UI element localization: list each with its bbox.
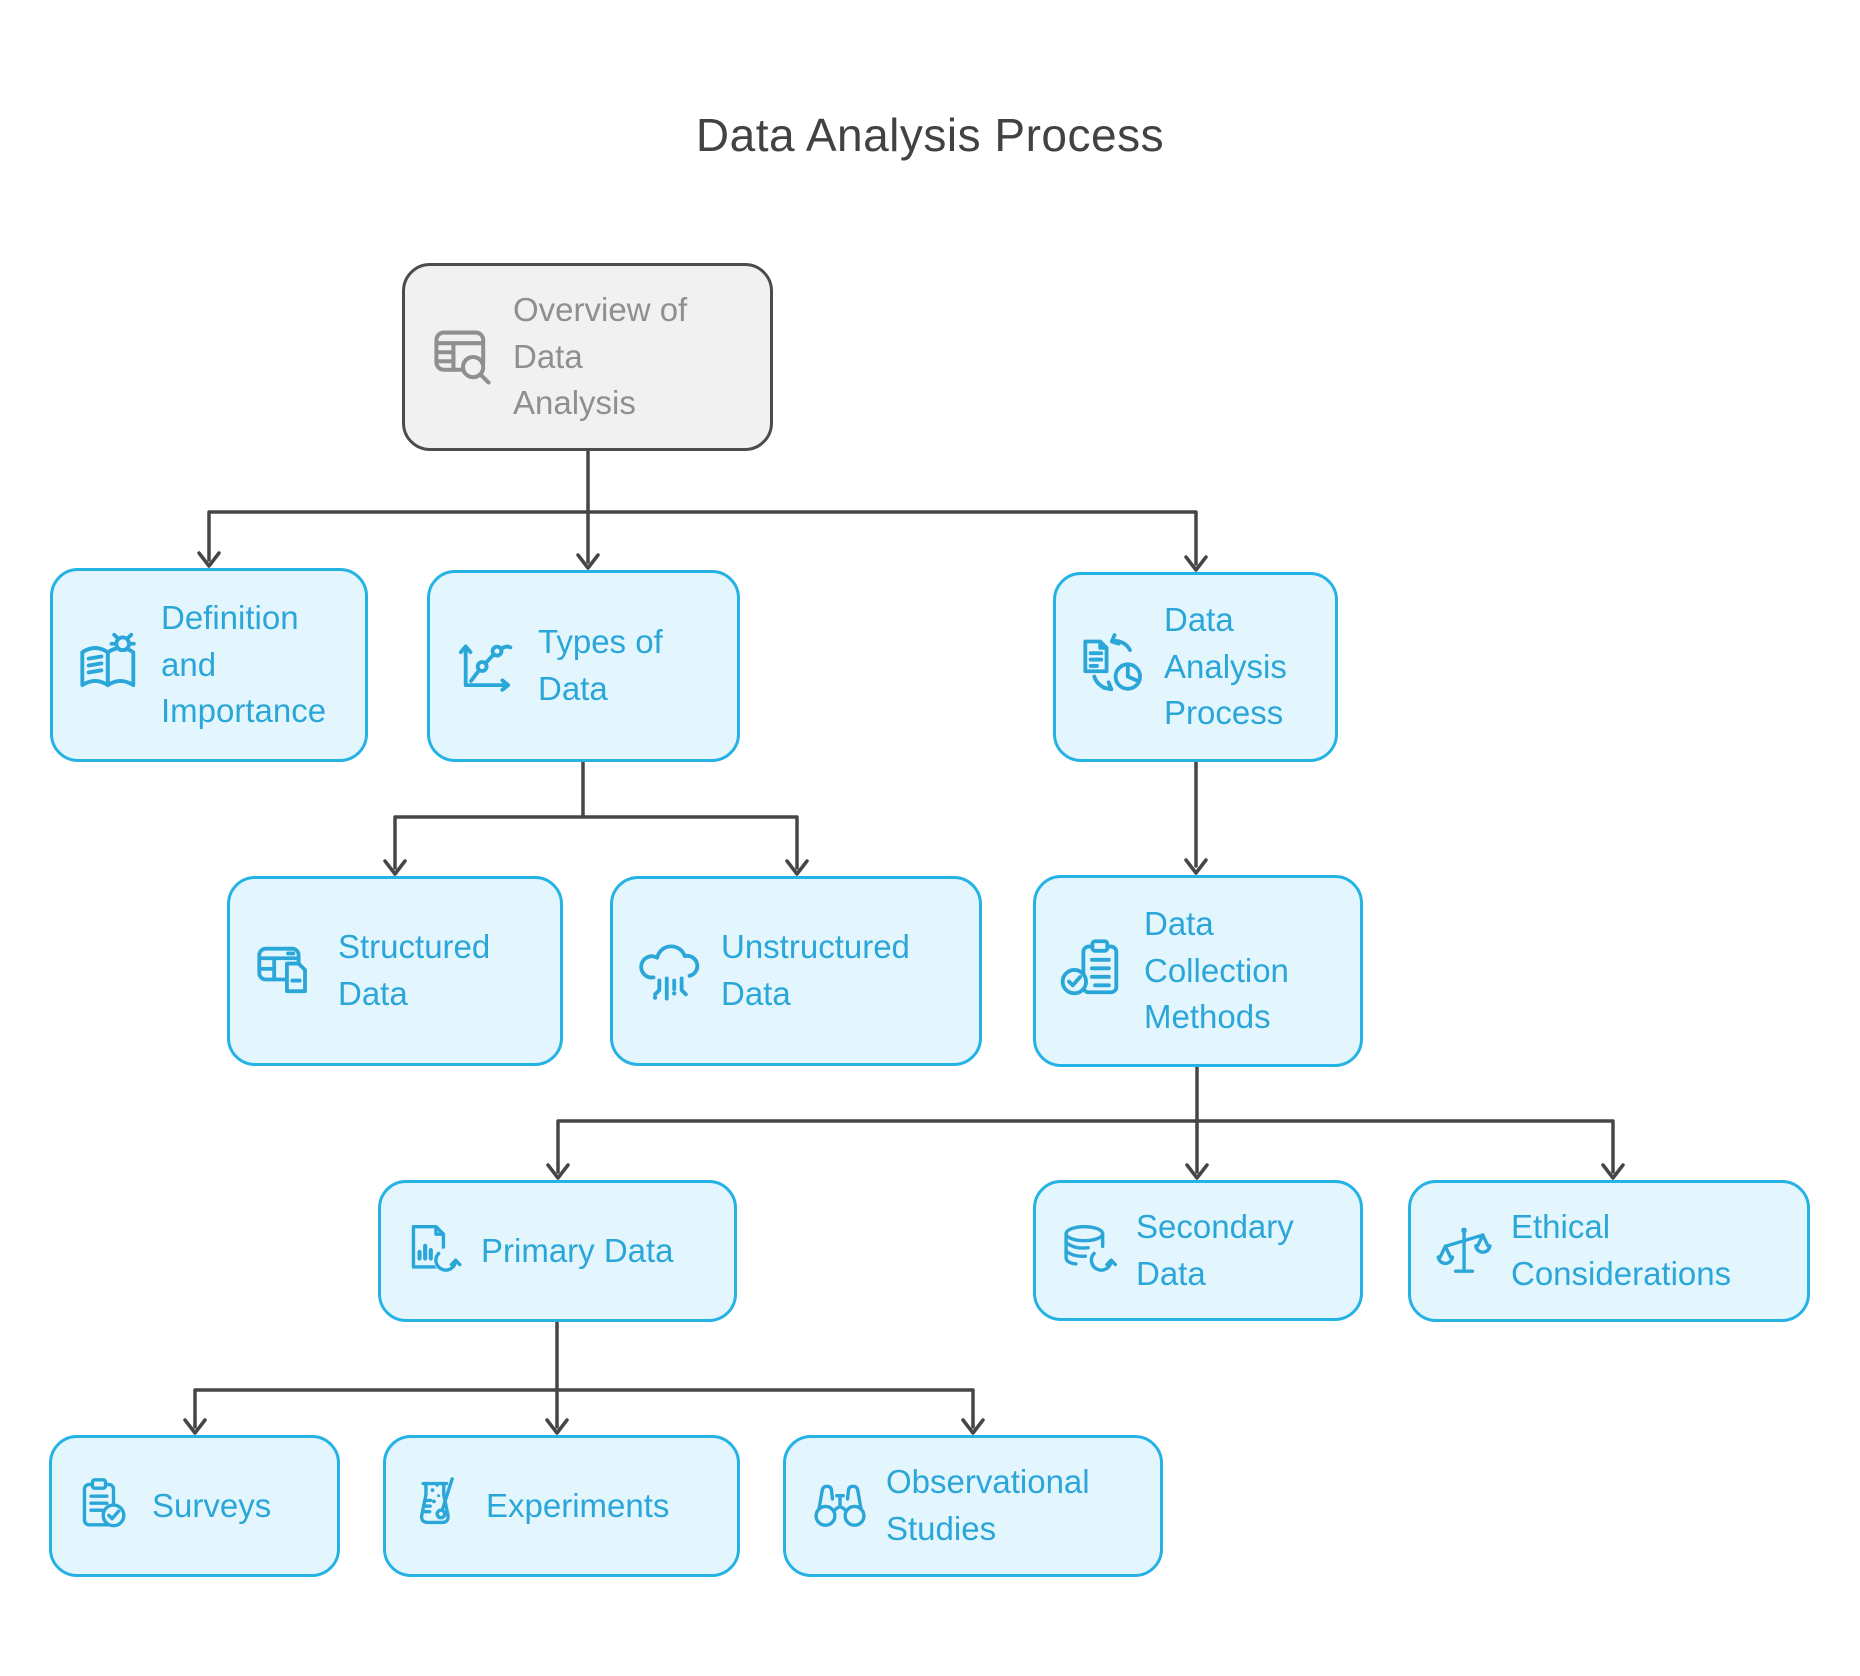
cloud-data-icon: [637, 937, 705, 1005]
node-label: Observational Studies: [886, 1463, 1090, 1547]
edge-primary-children: [193, 1320, 975, 1429]
clipboard-check-icon: [76, 1476, 136, 1536]
arrowhead: [1184, 858, 1208, 875]
node-label: Types of Data: [538, 623, 663, 707]
node-collection: Data Collection Methods: [1033, 875, 1363, 1067]
node-label: Primary Data: [481, 1231, 674, 1269]
node-surveys: Surveys: [49, 1435, 340, 1577]
node-unstructured: Unstructured Data: [610, 876, 982, 1066]
node-label: Experiments: [486, 1486, 670, 1524]
node-label: Overview of Data Analysis: [513, 290, 688, 422]
arrowhead: [546, 1163, 570, 1180]
arrowhead: [961, 1418, 985, 1435]
node-observational: Observational Studies: [783, 1435, 1163, 1577]
document-chart-refresh-icon: [405, 1221, 465, 1281]
node-structured: Structured Data: [227, 876, 563, 1066]
node-label: Data Collection Methods: [1144, 904, 1289, 1036]
node-process: Data Analysis Process: [1053, 572, 1338, 762]
arrowhead: [576, 553, 600, 570]
arrowhead: [1601, 1163, 1625, 1180]
chart-axes-icon: [454, 632, 522, 700]
arrowhead: [1185, 1163, 1209, 1180]
arrowhead: [383, 859, 407, 876]
arrowhead: [785, 859, 809, 876]
database-refresh-icon: [1060, 1221, 1120, 1281]
node-label: Ethical Considerations: [1511, 1208, 1732, 1292]
node-primary: Primary Data: [378, 1180, 737, 1322]
node-overview: Overview of Data Analysis: [402, 263, 773, 451]
beaker-icon: [410, 1476, 470, 1536]
node-types: Types of Data: [427, 570, 740, 762]
node-experiments: Experiments: [383, 1435, 740, 1577]
arrowhead: [197, 551, 221, 568]
arrowhead: [183, 1418, 207, 1435]
arrowhead: [545, 1418, 569, 1435]
node-label: Structured Data: [338, 928, 491, 1012]
balance-scale-icon: [1435, 1221, 1495, 1281]
document-cycle-pie-icon: [1080, 633, 1148, 701]
table-search-icon: [429, 323, 497, 391]
edge-types-children: [393, 760, 799, 870]
node-label: Data Analysis Process: [1164, 600, 1287, 732]
diagram-title: Data Analysis Process: [695, 109, 1165, 161]
book-idea-icon: [77, 631, 145, 699]
node-secondary: Secondary Data: [1033, 1180, 1363, 1321]
node-label: Secondary Data: [1136, 1207, 1294, 1292]
node-ethical: Ethical Considerations: [1408, 1180, 1810, 1322]
node-label: Surveys: [152, 1486, 272, 1524]
node-label: Definition and Importance: [161, 598, 327, 730]
clipboard-check-icon: [1060, 937, 1128, 1005]
edge-overview-children: [207, 450, 1198, 566]
arrowhead: [1184, 555, 1208, 572]
node-definition: Definition and Importance: [50, 568, 368, 762]
node-label: Unstructured Data: [721, 928, 910, 1012]
table-document-icon: [254, 937, 322, 1005]
binoculars-icon: [810, 1476, 870, 1536]
edge-collection-children: [556, 1065, 1615, 1174]
